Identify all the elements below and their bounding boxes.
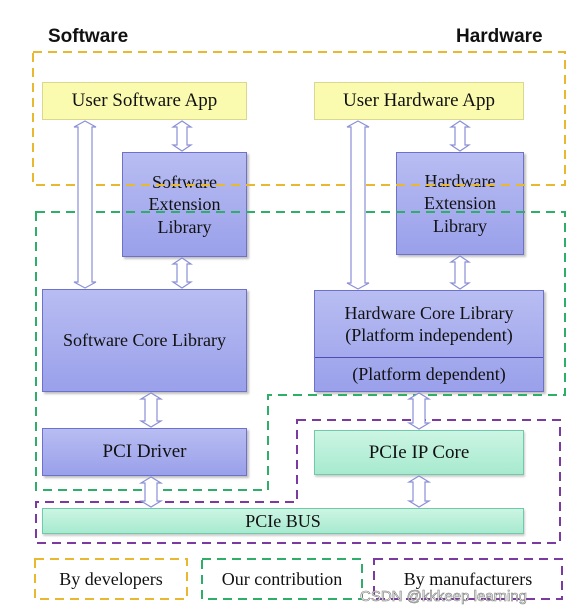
legend-by-manufacturers: By manufacturers xyxy=(403,568,533,589)
pci-driver-box: PCI Driver xyxy=(42,428,247,476)
arrow-hw-core-to-ip-core xyxy=(406,392,432,430)
arrow-hw-ext-to-hw-core xyxy=(449,255,471,290)
arrow-user-sw-to-sw-core xyxy=(73,120,97,289)
platform-divider xyxy=(315,357,543,358)
legend-manufacturers-frame xyxy=(373,558,563,600)
arrow-user-sw-to-sw-ext xyxy=(171,120,193,152)
software-extension-library-box: Software Extension Library xyxy=(122,152,247,257)
hardware-extension-library-box: Hardware Extension Library xyxy=(396,152,524,255)
contribution-region xyxy=(35,211,566,491)
legend-by-developers: By developers xyxy=(59,568,163,589)
legend-contribution-frame xyxy=(201,558,363,600)
arrow-sw-core-to-pci-driver xyxy=(138,392,164,428)
legend-our-contribution: Our contribution xyxy=(221,568,343,589)
arrow-user-hw-to-hw-ext xyxy=(449,120,471,152)
arrow-user-hw-to-hw-core xyxy=(346,120,370,290)
user-software-app-box: User Software App xyxy=(42,82,247,120)
manufacturers-region xyxy=(35,419,561,544)
hardware-heading: Hardware xyxy=(456,26,543,47)
arrow-pci-driver-to-bus xyxy=(138,476,164,508)
hardware-core-library-box: Hardware Core Library (Platform independ… xyxy=(314,290,544,392)
hardware-core-library-label: Hardware Core Library (Platform independ… xyxy=(344,302,514,346)
software-heading: Software xyxy=(48,26,129,47)
platform-dependent-label: (Platform dependent) xyxy=(352,364,506,385)
developers-region xyxy=(32,51,566,186)
pcie-ip-core-box: PCIe IP Core xyxy=(314,430,524,475)
user-hardware-app-box: User Hardware App xyxy=(314,82,524,120)
arrow-sw-ext-to-sw-core xyxy=(171,257,193,289)
legend-developers-frame xyxy=(34,558,188,600)
arrow-ip-core-to-bus xyxy=(406,475,432,508)
software-core-library-box: Software Core Library xyxy=(42,289,247,392)
pcie-bus-box: PCIe BUS xyxy=(42,508,524,534)
csdn-watermark: CSDN @kkkeep learning xyxy=(360,588,528,606)
